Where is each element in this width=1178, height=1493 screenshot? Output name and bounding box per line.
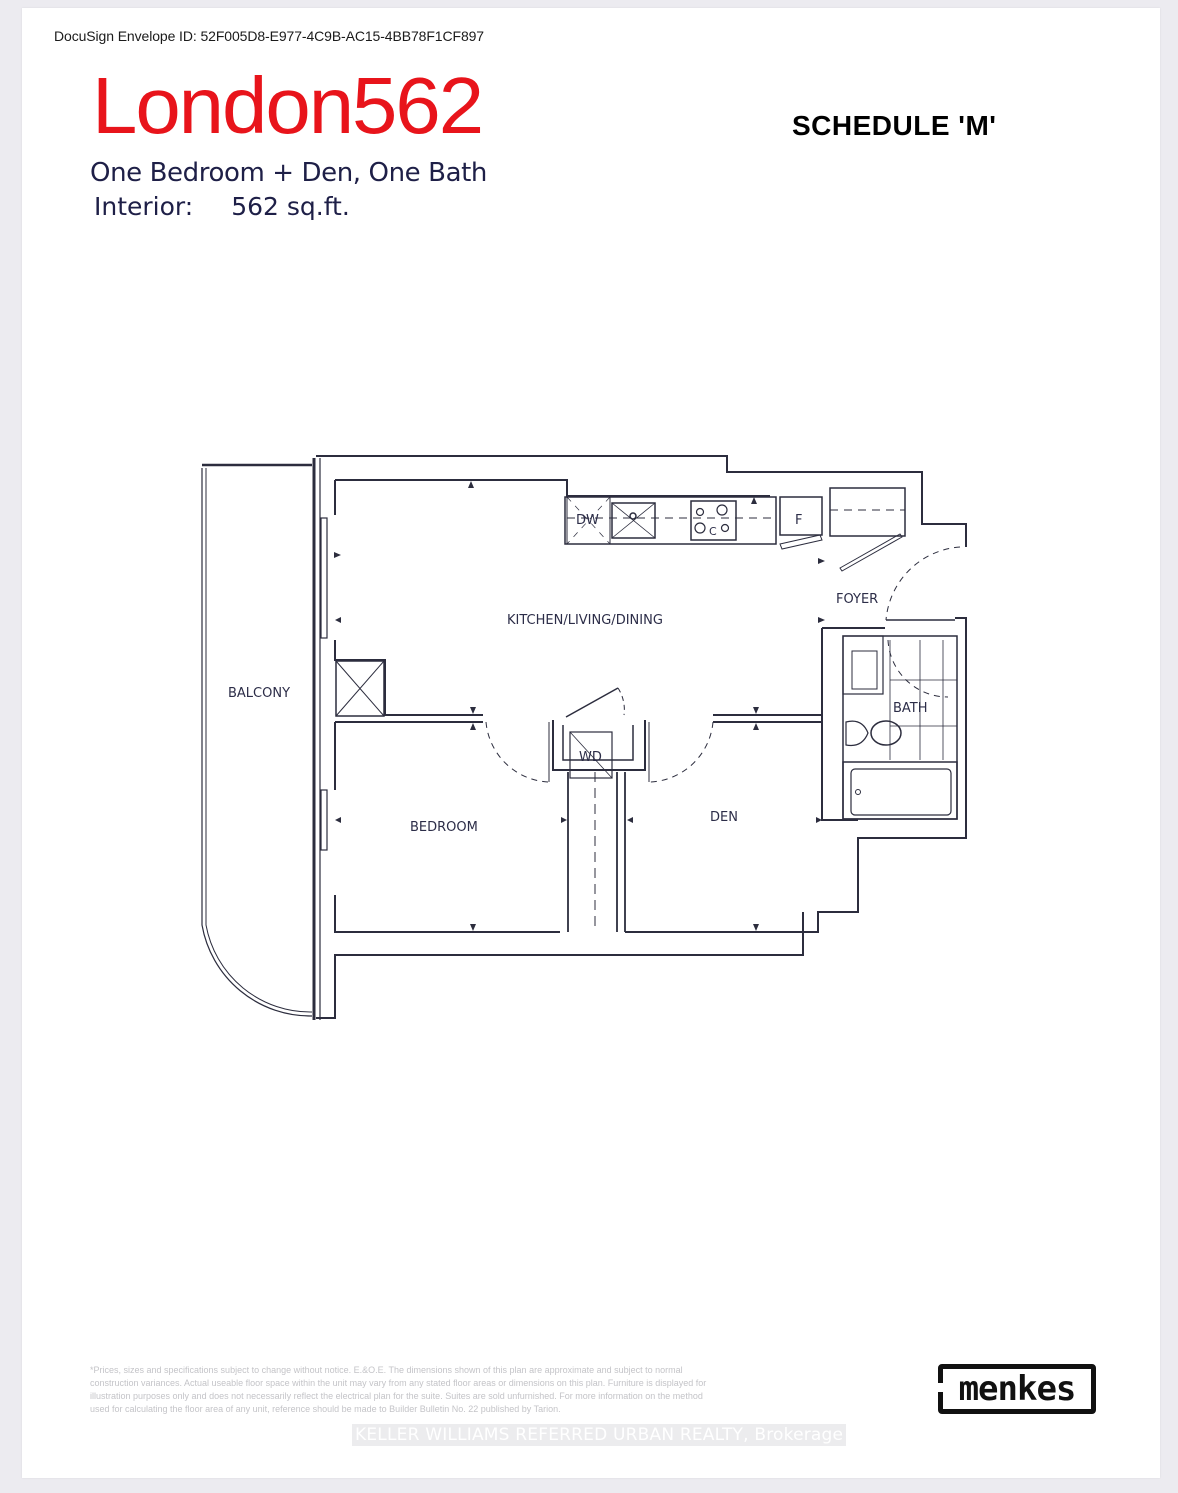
fixture-label-cooktop: C [709, 525, 717, 538]
document-page: DocuSign Envelope ID: 52F005D8-E977-4C9B… [22, 8, 1160, 1478]
project-title: London562 [92, 61, 484, 150]
room-label-balcony: BALCONY [228, 686, 290, 701]
interior-label: Interior: [94, 192, 194, 221]
docusign-envelope-id: DocuSign Envelope ID: 52F005D8-E977-4C9B… [54, 28, 484, 44]
menkes-logo: menkes [937, 1364, 1096, 1414]
fixture-label-wd: WD [579, 750, 602, 765]
fixture-label-fridge: F [795, 513, 802, 528]
disclaimer-text: *Prices, sizes and specifications subjec… [90, 1365, 707, 1414]
interior-value: 562 sq.ft. [231, 192, 350, 221]
room-label-bath: BATH [893, 701, 928, 716]
logo-notch [937, 1383, 943, 1392]
fixture-label-dw: DW [576, 513, 599, 528]
brokerage-watermark: KELLER WILLIAMS REFERRED URBAN REALTY, B… [352, 1424, 847, 1446]
unit-type: One Bedroom + Den, One Bath [90, 158, 487, 188]
room-label-kitchen: KITCHEN/LIVING/DINING [507, 613, 663, 628]
room-label-foyer: FOYER [836, 592, 878, 607]
floor-plan: BALCONY KITCHEN/LIVING/DINING FOYER BATH… [201, 455, 967, 1020]
schedule-label: SCHEDULE 'M' [792, 110, 997, 141]
room-label-bedroom: BEDROOM [410, 820, 478, 835]
logo-text: menkes [958, 1369, 1077, 1409]
interior-area: Interior: 562 sq.ft. [94, 192, 350, 221]
room-label-den: DEN [710, 810, 738, 825]
